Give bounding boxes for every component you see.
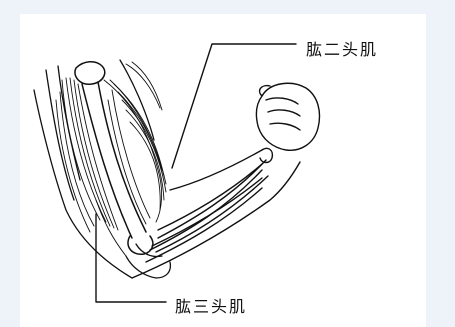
forearm-outline [132, 150, 300, 278]
fist-outline [256, 83, 319, 150]
triceps-muscle [56, 78, 126, 256]
biceps-leader-line [172, 44, 296, 168]
biceps-label: 肱二头肌 [306, 36, 378, 60]
forearm-bones [146, 148, 272, 262]
triceps-label: 肱三头肌 [175, 293, 247, 317]
upper-arm-outline [34, 60, 154, 278]
biceps-muscle [104, 62, 166, 224]
